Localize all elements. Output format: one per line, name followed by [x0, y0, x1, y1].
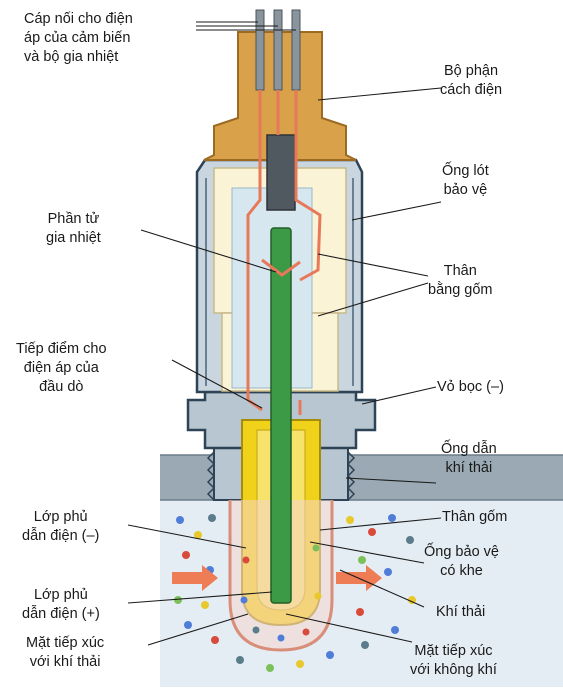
label-conductive-layer-pos: Lớp phủ dẫn điện (+)	[22, 587, 100, 622]
heater-element-rod	[270, 227, 292, 604]
label-exhaust-pipe: Ống dẫn khí thải	[441, 441, 497, 476]
cable-pins	[255, 9, 301, 91]
label-cables: Cáp nối cho điện áp của cảm biến và bộ g…	[24, 11, 133, 65]
label-heater-element: Phần tử gia nhiệt	[46, 211, 101, 246]
label-housing: Vỏ bọc (–)	[437, 379, 504, 395]
label-probe-contact: Tiếp điểm cho điện áp của đầu dò	[16, 341, 107, 395]
heater-connector-block	[266, 134, 296, 211]
insulator-body	[203, 31, 357, 161]
sleeve-inner-line	[205, 178, 354, 386]
label-conductive-layer-neg: Lớp phủ dẫn điện (–)	[22, 509, 100, 544]
label-ceramic-body: Thân gốm	[442, 509, 508, 525]
exhaust-gas-region	[160, 500, 563, 687]
label-air-contact-surface: Mặt tiếp xúc với không khí	[410, 643, 497, 678]
label-exhaust-contact-surface: Mặt tiếp xúc với khí thải	[26, 635, 105, 670]
label-exhaust-gas: Khí thải	[436, 604, 486, 620]
gas-particles	[174, 514, 416, 672]
label-slotted-tube: Ống bảo vệ có khe	[424, 544, 499, 579]
label-insulator: Bộ phận cách điện	[440, 63, 503, 98]
label-protective-sleeve: Ống lót bảo vệ	[442, 163, 489, 198]
leader-lines	[127, 21, 442, 646]
label-ceramic-body-top: Thân bằng gốm	[428, 263, 493, 298]
